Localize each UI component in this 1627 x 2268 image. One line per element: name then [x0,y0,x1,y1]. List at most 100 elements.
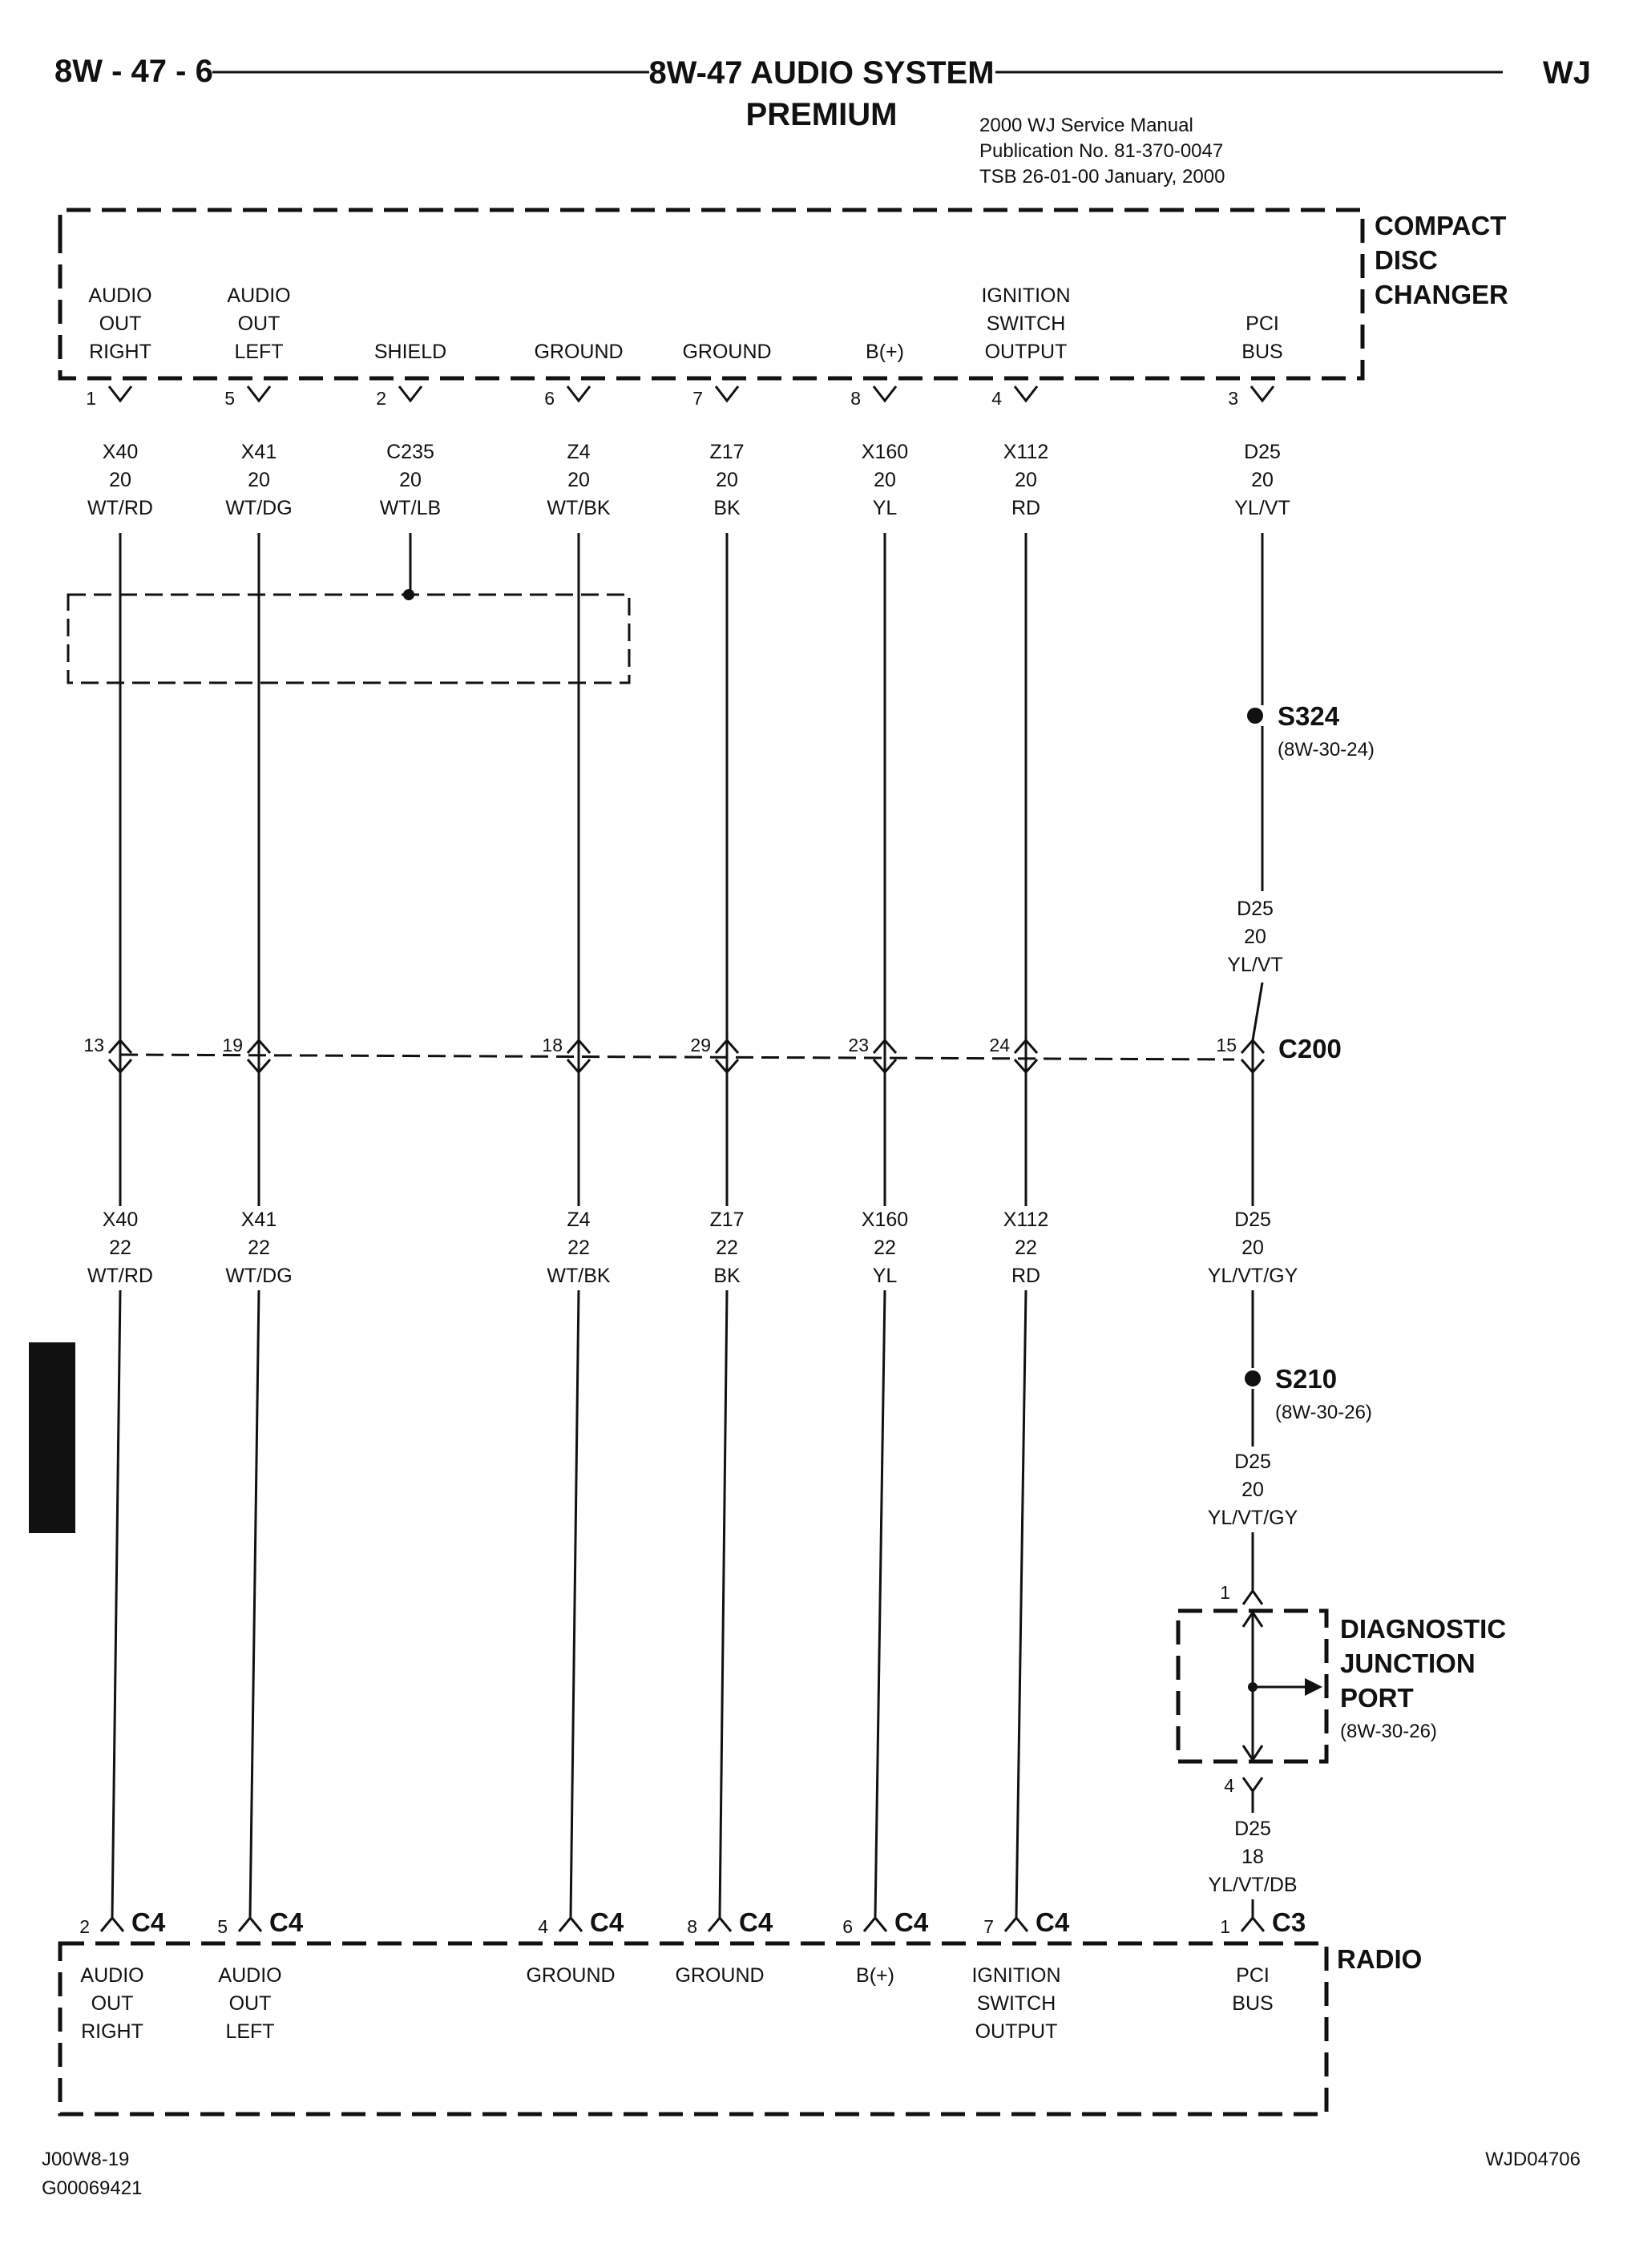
lower-wire-label: X160 [862,1209,908,1231]
cd-pin-number: 1 [86,388,96,409]
radio-connector-id: C3 [1272,1907,1306,1937]
cd-pin-label: B(+) [866,341,904,363]
radio-pin-label: RIGHT [81,2020,143,2043]
page-header: 8W - 47 - 6 8W-47 AUDIO SYSTEM PREMIUM W… [55,54,1591,188]
radio-connector-id: C4 [1036,1907,1070,1937]
wire [874,1289,886,1918]
cd-wire-label: YL/VT [1234,497,1290,519]
lower-wire-label: 22 [567,1237,590,1259]
lower-wire-label: WT/RD [87,1265,153,1287]
cd-wire-label: 20 [567,469,590,491]
djp-name-3: PORT [1340,1683,1414,1713]
cd-pin-number: 5 [224,388,235,409]
radio-pin-label: AUDIO [80,1964,143,1987]
lower-wire-label: D25 [1234,1209,1271,1231]
radio-pin-label: IGNITION [971,1964,1060,1987]
model-code: WJ [1543,55,1591,91]
radio-pin-label: OUTPUT [975,2020,1058,2043]
radio-pin-connector-icon [707,1915,733,1932]
lower-wire-label: 22 [874,1237,896,1259]
radio-pin-label: GROUND [526,1964,615,1987]
cd-changer: COMPACT DISC CHANGER AUDIOOUTRIGHT1X4020… [58,208,1508,519]
cd-pin-number: 4 [991,388,1002,409]
splice-s210: S210 (8W-30-26) D25 20 YL/VT/GY [1208,1364,1372,1529]
radio-pin-connector-icon [237,1915,263,1932]
page-id: 8W - 47 - 6 [55,54,213,89]
radio-pin-label: LEFT [225,2020,274,2043]
cd-pin-label: BUS [1241,341,1282,363]
djp-wire-code: D25 [1234,1818,1271,1840]
cd-wire-label: D25 [1244,441,1281,463]
radio-pin-number: 7 [983,1916,994,1937]
cd-wire-label: BK [713,497,741,519]
cd-pin-connector-icon [566,385,591,403]
publication-number: Publication No. 81-370-0047 [979,140,1223,162]
lower-wire-label: 22 [1015,1237,1037,1259]
radio-pin-number: 8 [687,1916,697,1937]
c200-pin-number: 24 [989,1035,1010,1055]
wire [718,1289,729,1918]
cd-pin-label: RIGHT [89,341,151,363]
cd-pin-connector-icon [1250,385,1275,403]
s324-wire-code: D25 [1237,898,1274,920]
wires [111,533,1264,1918]
section-tab [29,1342,75,1533]
cd-pin-connector-icon [872,385,898,403]
cd-wire-label: WT/DG [225,497,292,519]
radio-connector-id: C4 [131,1907,166,1937]
cd-pin-number: 7 [692,388,703,409]
cd-pin-label: LEFT [234,341,283,363]
lower-wire-label: Z4 [567,1209,590,1231]
djp-ref: (8W-30-26) [1340,1721,1437,1742]
lower-wire-label: YL/VT/GY [1208,1265,1298,1287]
cd-pin-label: OUTPUT [985,341,1068,363]
cd-changer-name-2: DISC [1375,245,1438,275]
radio-pin-label: BUS [1232,1992,1273,2015]
lower-wire-label: BK [713,1265,741,1287]
radio-connector-id: C4 [739,1907,773,1937]
graphic-code: G00069421 [42,2177,142,2199]
cd-wire-label: 20 [248,469,270,491]
cd-pin-connector-icon [714,385,740,403]
cd-pin-connector-icon [107,385,133,403]
radio-pin-label: OUT [91,1992,134,2015]
cd-changer-name-3: CHANGER [1375,280,1508,309]
tsb-number: TSB 26-01-00 January, 2000 [979,166,1225,188]
splice-s324-name: S324 [1278,701,1340,731]
djp-pin-out: 4 [1224,1775,1234,1796]
cd-wire-label: YL [873,497,898,519]
radio-pin-label: GROUND [675,1964,764,1987]
djp-wire-color: YL/VT/DB [1208,1874,1297,1896]
djp-arrow-icon [1305,1678,1322,1696]
s324-wire-gauge: 20 [1244,926,1266,948]
lower-wire-label: 22 [248,1237,270,1259]
djp-in-connector-icon [1241,1588,1264,1605]
djp-top-arrow-icon [1241,1610,1264,1628]
lower-wire-label: X112 [1003,1209,1049,1231]
radio-connector-id: C4 [590,1907,624,1937]
cd-pin-number: 2 [376,388,386,409]
page-subtitle: PREMIUM [746,97,898,132]
cd-changer-name-1: COMPACT [1375,211,1506,240]
cd-pin-label: SHIELD [374,341,446,363]
radio-pin-number: 1 [1220,1916,1230,1937]
wire [248,1289,260,1918]
wire [1015,1289,1027,1918]
djp-bottom-arrow-icon [1241,1745,1264,1762]
c200-pin-number: 29 [690,1035,711,1055]
lower-wire-label: 22 [109,1237,131,1259]
cd-wire-label: X41 [241,441,277,463]
cd-pin-label: GROUND [682,341,771,363]
c200-pin-number: 15 [1216,1035,1237,1055]
cd-pin-connector-icon [398,385,423,403]
cd-wire-label: 20 [399,469,422,491]
djp-name-1: DIAGNOSTIC [1340,1614,1506,1644]
lower-wire-label: WT/DG [225,1265,292,1287]
cd-pin-number: 3 [1228,388,1238,409]
lower-wire-label: 20 [1241,1237,1264,1259]
splice-s324-dot [1247,708,1263,724]
cd-wire-label: 20 [1015,469,1037,491]
radio-connector-id: C4 [269,1907,304,1937]
